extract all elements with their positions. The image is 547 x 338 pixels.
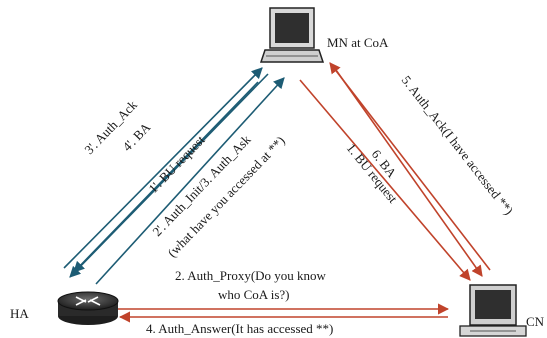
- mn-node: MN at CoA: [259, 7, 389, 63]
- router-icon: [57, 291, 119, 325]
- arrow-ba-to-ha: [73, 81, 259, 273]
- label-auth-answer: 4. Auth_Answer(It has accessed **): [146, 321, 333, 336]
- cn-label: CN: [526, 314, 545, 329]
- mn-label: MN at CoA: [327, 35, 389, 50]
- label-auth-ack-i-have-accessed: 5. Auth_Ack(I have accessed **): [399, 73, 517, 218]
- ha-label: HA: [10, 306, 29, 321]
- arrow-bu-request-to-cn: [299, 79, 471, 281]
- arrow-auth-ack-to-mn-teal: [63, 67, 263, 269]
- cn-node: CN: [459, 284, 545, 337]
- arrow-auth-ack-to-mn: [329, 62, 491, 271]
- label-ba-4p: 4'. BA: [119, 119, 153, 154]
- arrow-auth-init-to-mn: [95, 77, 285, 285]
- ha-node: HA: [10, 291, 119, 325]
- label-auth-proxy-question: who CoA is?): [218, 287, 290, 302]
- desktop-computer-icon: [459, 284, 527, 337]
- laptop-icon: [259, 7, 325, 63]
- label-auth-proxy: 2. Auth_Proxy(Do you know: [175, 268, 327, 283]
- arrow-ba-to-cn: [335, 69, 483, 277]
